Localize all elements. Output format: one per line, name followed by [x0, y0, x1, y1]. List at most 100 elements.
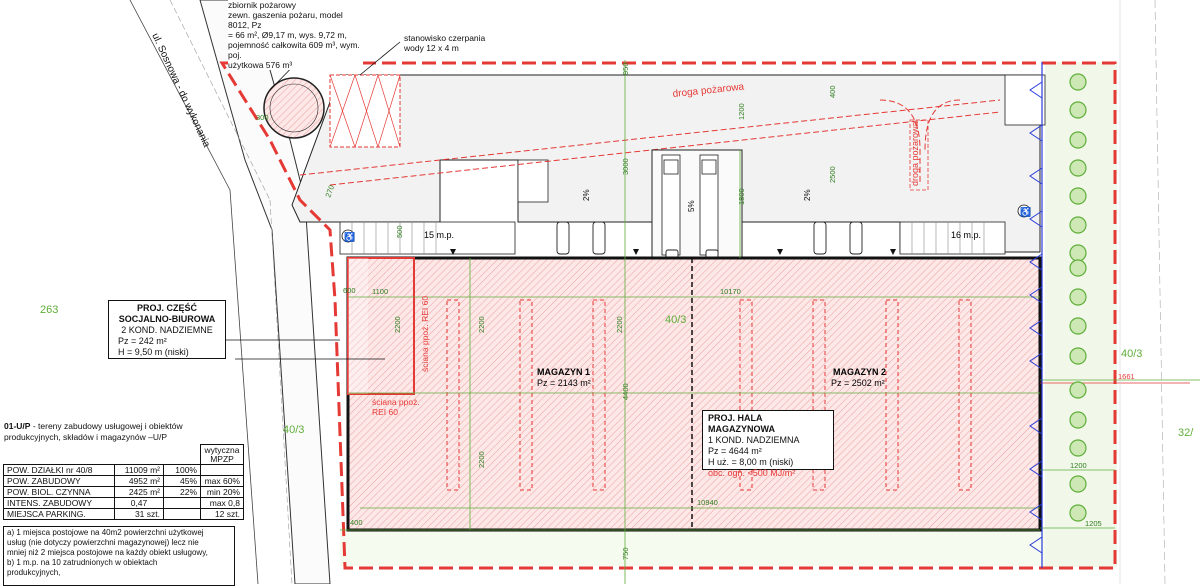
dim-2200c: 2200: [477, 451, 486, 468]
office-info-box: PROJ. CZĘŚĆ SOCJALNO-BIUROWA 2 KOND. NAD…: [108, 300, 226, 359]
table-row: POW. DZIAŁKI nr 40/8 11009 m² 100%: [3, 464, 244, 476]
param-value: 11009 m²: [114, 464, 164, 476]
svg-text:♿: ♿: [1020, 206, 1031, 217]
office-title-1: PROJ. CZĘŚĆ: [136, 303, 197, 313]
param-pct: 22%: [163, 486, 201, 498]
warehouse-fire-load: obc. ogn. <500 MJ/m²: [708, 468, 796, 478]
fire-road-vertical-label: droga pożarowa: [910, 121, 920, 186]
note-line: mniej niż 2 miejsca postojowe na każdy o…: [7, 548, 208, 557]
office-title-2: SOCJALNO-BIUROWA: [118, 314, 216, 324]
pump-line-2: wody 12 x 4 m: [404, 43, 459, 53]
tank-line-1: zewn. gaszenia pożaru, model 8012, Pz: [228, 10, 343, 30]
dim-400a: 400: [828, 85, 837, 98]
mpzp-header: wytyczna MPZP: [200, 444, 244, 465]
param-label: POW. DZIAŁKI nr 40/8: [3, 464, 115, 476]
fire-water-tank: [263, 77, 325, 139]
tank-title: zbiornik pożarowy: [228, 0, 297, 10]
dim-3000: 3000: [621, 158, 630, 175]
zoning-legend: 01-U/P - tereny zabudowy usługowej i obi…: [4, 421, 232, 443]
param-value: 31 szt.: [114, 508, 164, 520]
dim-750: 750: [621, 547, 630, 560]
zoning-code: 01-U/P: [4, 421, 31, 431]
param-req: max 60%: [200, 475, 244, 487]
magazyn1-area: Pz = 2143 m²: [537, 378, 591, 388]
warehouse-area: Pz = 4644 m²: [708, 446, 762, 456]
note-line: produkcyjnych,: [7, 568, 61, 577]
firewall-label-2b: REI 60: [372, 407, 398, 417]
zone-32: 32/: [1178, 427, 1194, 439]
street-label: ul. Sosnowa - do wykonania: [149, 32, 212, 150]
note-line: usług (nie dotyczy powierzchni magazynow…: [7, 538, 199, 547]
boundary-markers: [1029, 81, 1043, 554]
table-row: MIEJSCA PARKING. 31 szt. 12 szt.: [3, 508, 244, 520]
dim-500: 500: [395, 225, 404, 238]
note-line: a) 1 miejsca postojowe na 40m2 powierzch…: [7, 528, 204, 537]
dim-1661: 1661: [1118, 372, 1135, 381]
slope-2pct-right: 2%: [803, 189, 812, 201]
plot-boundary: [219, 61, 1117, 570]
office-part: [347, 257, 415, 395]
dim-1100: 1100: [372, 287, 388, 296]
office-area: Pz = 242 m²: [118, 336, 167, 346]
table-row: POW. ZABUDOWY 4952 m² 45% max 60%: [3, 475, 244, 487]
parameters-table: wytyczna MPZP POW. DZIAŁKI nr 40/8 11009…: [3, 444, 244, 520]
param-label: INTENS. ZABUDOWY: [3, 497, 115, 509]
magazyn2-area: Pz = 2502 m²: [831, 378, 885, 388]
param-req: min 20%: [200, 486, 244, 498]
magazyn1-name: MAGAZYN 1: [537, 367, 590, 377]
parking-right: [899, 221, 1006, 255]
parking-notes: a) 1 miejsca postojowe na 40m2 powierzch…: [3, 526, 235, 586]
param-pct: 45%: [163, 475, 201, 487]
dim-2200a: 2200: [393, 316, 402, 333]
dim-950: 950: [621, 62, 630, 75]
dim-400b: 400: [350, 518, 363, 527]
warehouse-floors: 1 KOND. NADZIEMNA: [708, 435, 800, 445]
param-req: [200, 464, 244, 476]
office-height: H = 9,50 m (niski): [118, 347, 189, 357]
storage-racks: [446, 299, 972, 491]
param-value: 4952 m²: [114, 475, 164, 487]
warehouse-height: H uż. = 8,00 m (niski): [708, 457, 794, 467]
param-label: MIEJSCA PARKING.: [3, 508, 115, 520]
dim-1205: 1205: [1085, 519, 1102, 528]
wytyczna-label: wytyczna: [204, 444, 240, 455]
dim-2200d: 2200: [615, 316, 624, 333]
pump-line-1: stanowisko czerpania: [404, 33, 486, 43]
param-label: POW. ZABUDOWY: [3, 475, 115, 487]
accessible-parking-icon: [1017, 204, 1031, 218]
dim-300: 300: [256, 113, 269, 122]
firewall-label-1: ściana ppoż. REI 60: [420, 296, 430, 372]
dim-2200b: 2200: [477, 316, 486, 333]
warehouse-title: PROJ. HALA MAGAZYNOWA: [708, 413, 775, 434]
dim-1800: 1800: [737, 188, 746, 205]
dim-600: 600: [343, 286, 356, 295]
param-label: POW. BIOL. CZYNNA: [3, 486, 115, 498]
table-row: INTENS. ZABUDOWY 0,47 max 0,8: [3, 497, 244, 509]
zoning-text-1: - tereny zabudowy usługowej i obiektów: [30, 421, 183, 431]
zone-263: 263: [40, 304, 58, 316]
param-pct: 100%: [163, 464, 201, 476]
slope-5pct: 5%: [687, 200, 696, 212]
parking-right-label: 16 m.p.: [951, 230, 981, 240]
tank-line-4: użytkowa 576 m³: [228, 60, 293, 70]
firewall-label-2a: ściana ppoż.: [372, 397, 420, 407]
office-floors: 2 KOND. NADZIEMNE: [121, 325, 213, 335]
table-row: POW. BIOL. CZYNNA 2425 m² 22% min 20%: [3, 486, 244, 498]
param-value: 2425 m²: [114, 486, 164, 498]
dim-2500: 2500: [828, 166, 837, 183]
tank-line-3: pojemność całkowita 609 m³, wym. poj.: [228, 40, 360, 60]
table-header-row: wytyczna MPZP: [4, 444, 244, 465]
svg-text:♿: ♿: [344, 231, 355, 242]
water-draw-station: [329, 74, 401, 148]
entrance-markers: [450, 249, 896, 255]
zone-40-3-right: 40/3: [1121, 348, 1142, 360]
warehouse-hall: [346, 256, 1042, 532]
dim-270: 270: [323, 184, 336, 199]
parking-left: [339, 221, 516, 255]
mpzp-label: MPZP: [210, 453, 234, 464]
param-req: 12 szt.: [200, 508, 244, 520]
magazyn2-name: MAGAZYN 2: [833, 367, 886, 377]
dim-1200a: 1200: [737, 103, 746, 120]
param-value: 0,47: [114, 497, 164, 509]
